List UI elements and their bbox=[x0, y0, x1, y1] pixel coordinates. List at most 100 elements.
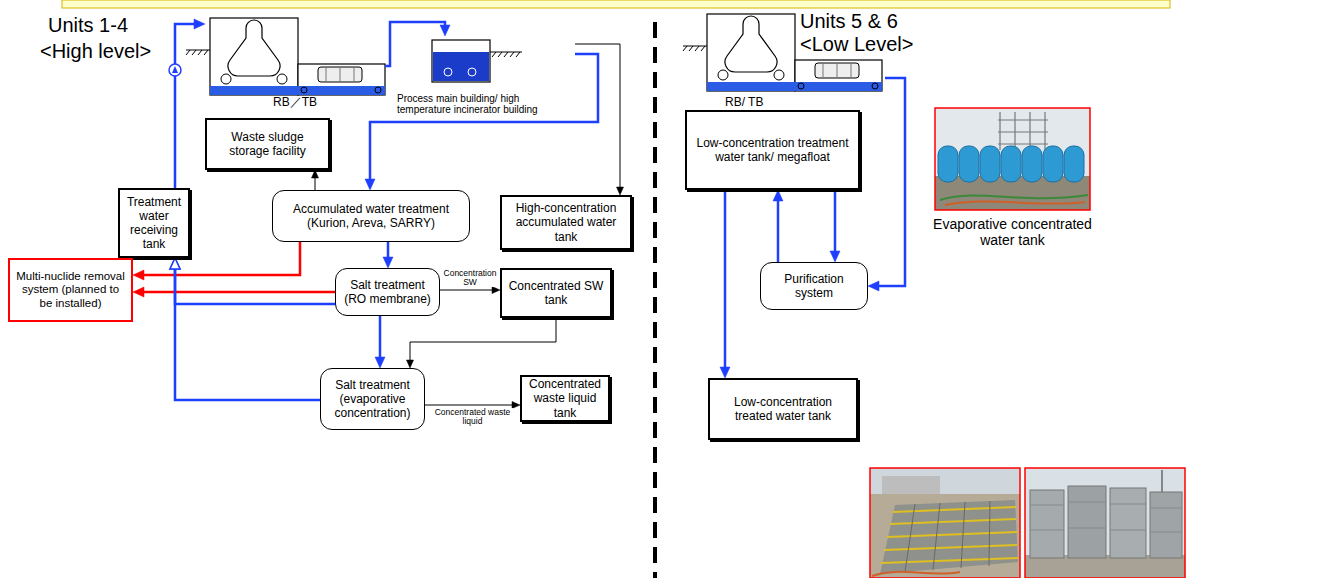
flow-connector bbox=[830, 190, 840, 262]
node-text: Multi-nuclide removal system (planned to… bbox=[14, 270, 127, 311]
process-box: Purification system bbox=[760, 262, 868, 310]
flow-line bbox=[575, 44, 620, 189]
frame-tank-photo-part bbox=[881, 507, 1018, 563]
flow-connector bbox=[312, 170, 319, 190]
process-box: Salt treatment (evaporative concentratio… bbox=[320, 368, 425, 430]
frame-tank-photo-part bbox=[870, 468, 1020, 578]
node-text: Concentrated waste liquid tank bbox=[526, 377, 604, 419]
node-text: Low-concentration treatment water tank/ … bbox=[691, 136, 854, 164]
flow-line bbox=[379, 316, 382, 359]
left-building-drawing bbox=[186, 18, 385, 95]
building-drawing: Process main building/ high temperature … bbox=[395, 36, 575, 116]
flow-connector bbox=[133, 287, 335, 297]
unit-heading: Units 1-4 bbox=[48, 14, 128, 37]
node-text: Salt treatment (RO membrane) bbox=[340, 278, 435, 306]
unit-heading: <Low Level> bbox=[800, 33, 913, 56]
node-text: Process main building/ high temperature … bbox=[397, 93, 573, 115]
storage-tank-box: High-concentration accumulated water tan… bbox=[500, 195, 632, 250]
flow-connector bbox=[868, 78, 905, 291]
cylinder-tank-photo-part bbox=[1025, 468, 1185, 578]
process-box: Salt treatment (RO membrane) bbox=[335, 268, 440, 316]
cylinder-tank-photo-part bbox=[1161, 470, 1163, 492]
arrowhead bbox=[170, 258, 180, 269]
storage-tank-box: Low-concentration treatment water tank/ … bbox=[685, 110, 860, 190]
flow-connector bbox=[407, 318, 557, 368]
evaporative-tank-photo bbox=[935, 108, 1090, 210]
arrowhead bbox=[512, 402, 520, 409]
arrowhead bbox=[365, 179, 375, 190]
evaporative-tank-photo-part bbox=[1064, 146, 1084, 182]
arrowhead bbox=[440, 25, 450, 36]
flow-connector bbox=[170, 258, 335, 304]
evaporative-tank-photo-part bbox=[935, 108, 1090, 210]
flow-line bbox=[777, 199, 780, 262]
node-text: Purification system bbox=[765, 272, 863, 300]
arrowhead bbox=[407, 360, 414, 368]
flow-line bbox=[387, 242, 390, 259]
arrowhead bbox=[868, 281, 879, 291]
frame-tank-photo-part bbox=[872, 572, 960, 576]
flow-line bbox=[410, 318, 556, 362]
cylinder-tank-photo-part bbox=[1025, 468, 1185, 578]
flow-line bbox=[175, 267, 335, 304]
flow-line bbox=[724, 190, 727, 369]
arrowhead bbox=[170, 258, 180, 269]
flow-line bbox=[315, 176, 316, 190]
arrowhead bbox=[830, 251, 840, 262]
flow-connector bbox=[773, 190, 783, 262]
pump-symbol-part bbox=[169, 64, 181, 76]
flow-connector bbox=[385, 22, 450, 66]
evaporative-tank-photo-part bbox=[1022, 146, 1042, 182]
evaporative-tank-photo-part bbox=[1043, 146, 1063, 182]
storage-tank-box: Treatment water receiving tank bbox=[118, 188, 190, 258]
node-text: Waste sludge storage facility bbox=[211, 130, 324, 158]
pump-symbol-part bbox=[172, 66, 178, 73]
node-text: Salt treatment (evaporative concentratio… bbox=[325, 378, 420, 420]
flow-line bbox=[425, 405, 514, 406]
process-building-tank-part bbox=[444, 68, 452, 76]
arrowhead bbox=[720, 367, 730, 378]
evaporative-tank-photo-part bbox=[945, 202, 1085, 205]
process-building-tank-part bbox=[490, 52, 522, 57]
node-text: High-concentration accumulated water tan… bbox=[506, 201, 626, 243]
flow-line bbox=[440, 290, 494, 291]
photo-caption: Evaporative concentrated water tank bbox=[915, 216, 1110, 248]
frame-tank-photo-part bbox=[905, 501, 990, 572]
flow-line bbox=[175, 24, 196, 188]
flow-connector bbox=[383, 242, 393, 268]
arrowhead bbox=[383, 257, 393, 268]
flow-connector bbox=[575, 44, 624, 195]
arrowhead bbox=[312, 170, 319, 178]
frame-tank-photo-part bbox=[880, 500, 1018, 574]
flow-line bbox=[385, 22, 445, 66]
flow-connector bbox=[375, 316, 385, 368]
arrowhead bbox=[492, 287, 500, 294]
arrowhead bbox=[617, 187, 624, 195]
flow-line bbox=[877, 78, 905, 286]
frame-tank-photo-part bbox=[870, 468, 1020, 494]
divider-dashed-line bbox=[653, 22, 657, 578]
node-text: Concentrated SW tank bbox=[506, 279, 606, 307]
frame-tank-photo-part bbox=[870, 468, 1020, 578]
flow-line bbox=[175, 267, 320, 400]
flow-line bbox=[142, 291, 335, 294]
cylinder-tank-photo-part bbox=[1110, 488, 1146, 558]
arrowhead bbox=[773, 190, 783, 201]
process-building-tank bbox=[432, 40, 522, 82]
evaporative-tank-photo-part bbox=[959, 146, 979, 182]
cylinder-tank-photo-part bbox=[1150, 492, 1182, 558]
flow-connector bbox=[365, 54, 598, 190]
planned-system-box: Multi-nuclide removal system (planned to… bbox=[8, 258, 133, 322]
node-text: Treatment water receiving tank bbox=[124, 195, 184, 252]
frame-tank-photo bbox=[870, 468, 1020, 578]
storage-tank-box: Concentrated waste liquid tank bbox=[520, 375, 610, 422]
flow-connector bbox=[720, 190, 730, 378]
arrowhead bbox=[133, 270, 144, 280]
unit-heading: Units 5 & 6 bbox=[800, 10, 898, 33]
evaporative-tank-photo-part bbox=[1001, 146, 1021, 182]
evaporative-tank-photo-part bbox=[935, 108, 1090, 210]
